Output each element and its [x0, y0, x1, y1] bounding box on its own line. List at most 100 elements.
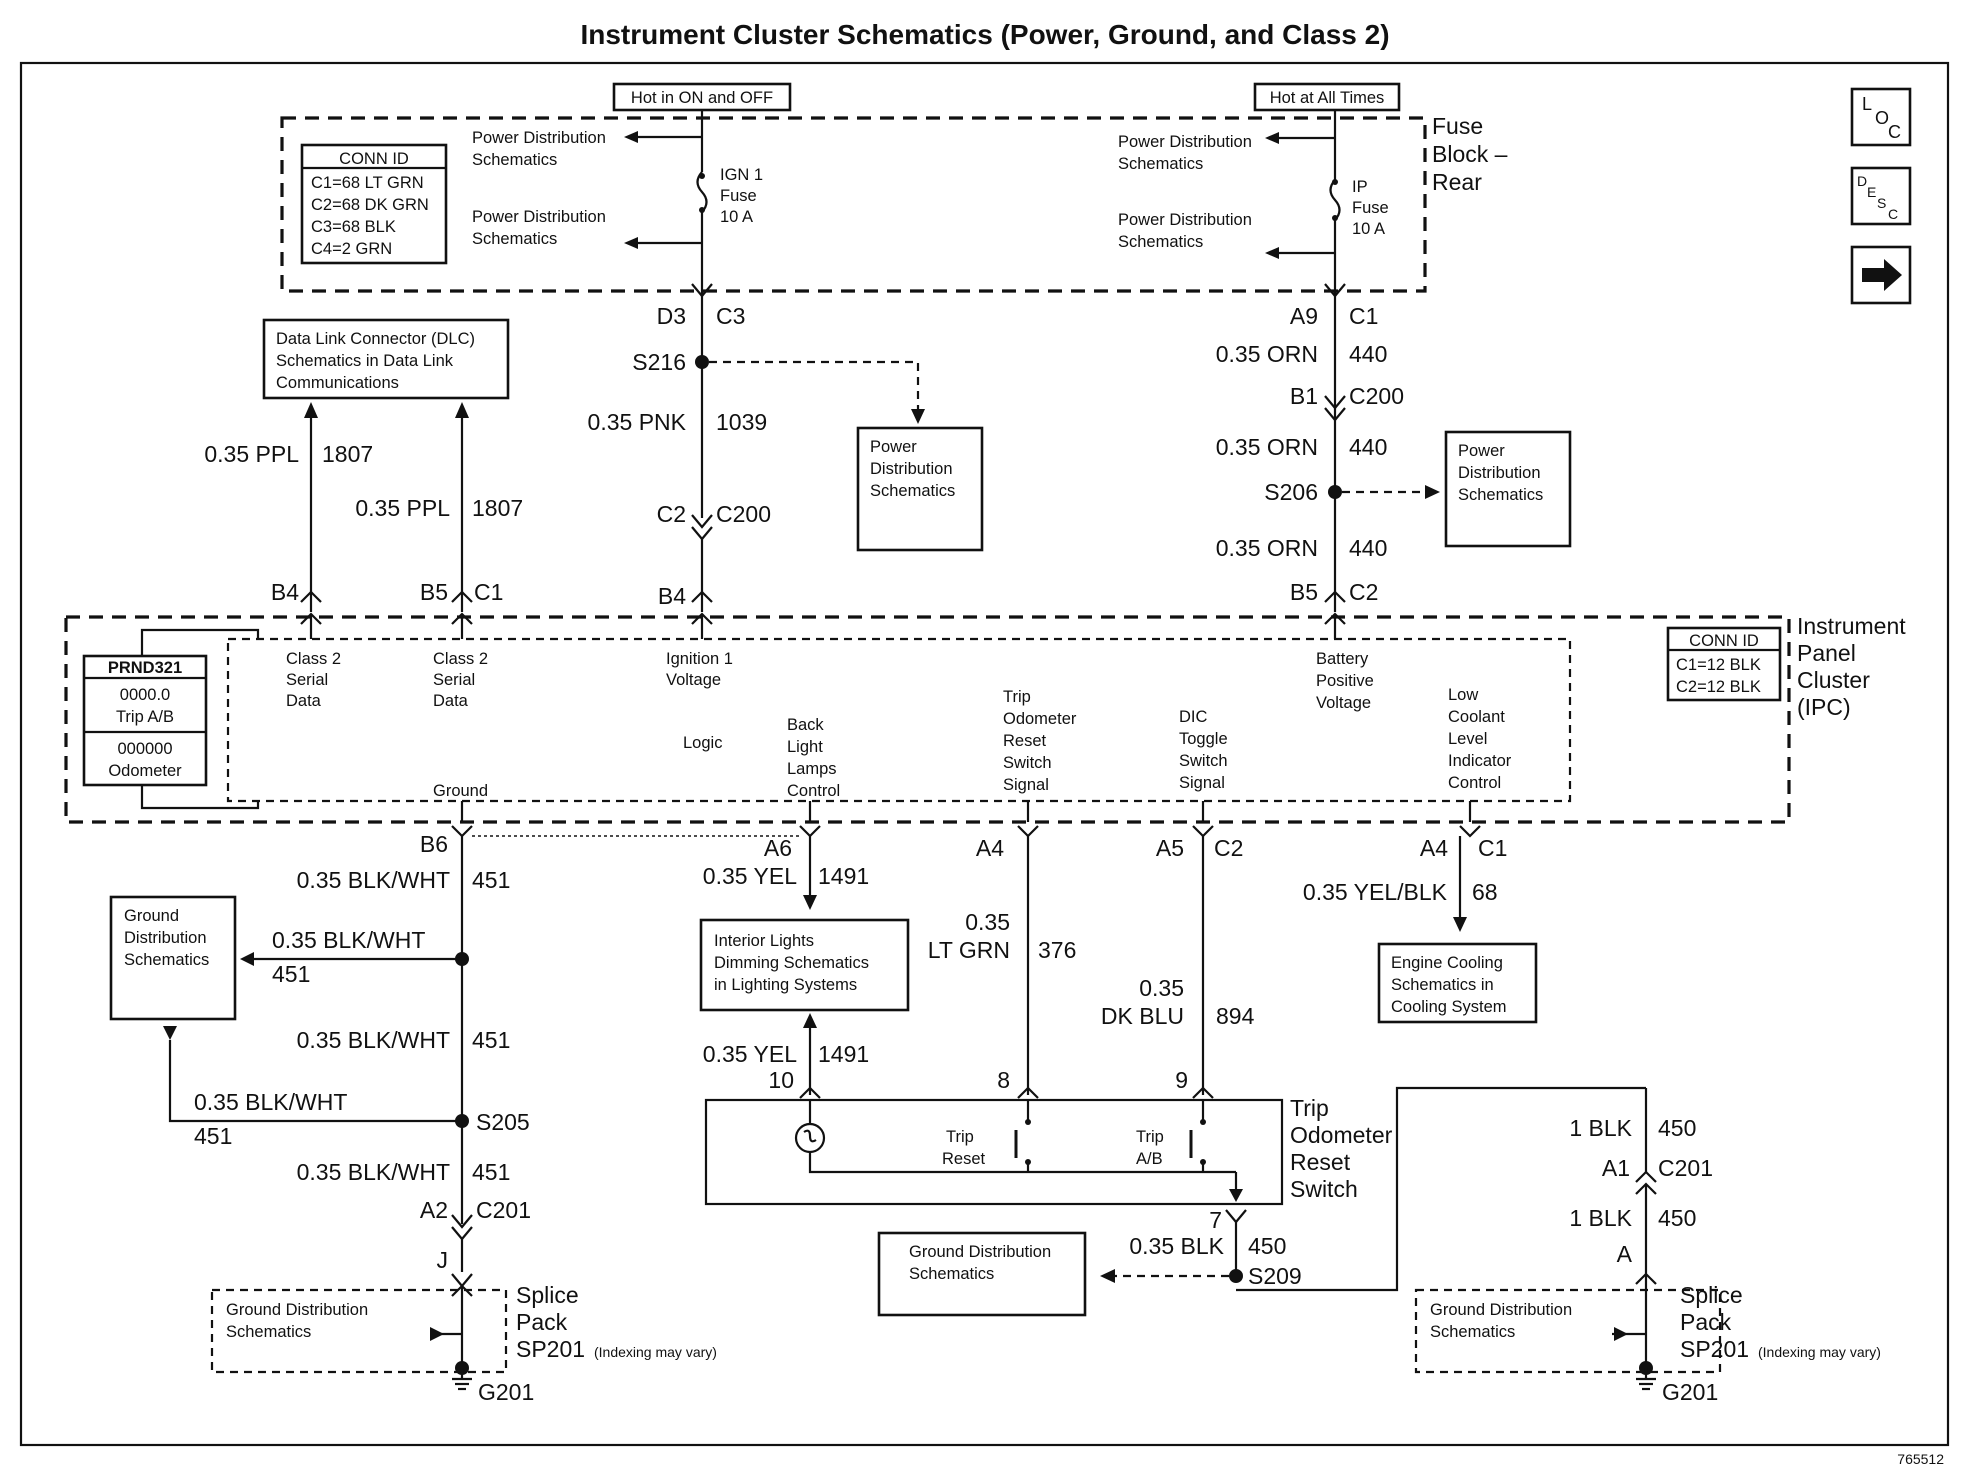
next-page-button[interactable]	[1850, 245, 1912, 305]
ign-voltage-label: Ignition 1	[666, 650, 733, 668]
hot-always-label-box	[1253, 82, 1401, 112]
fuse-block-label-3: Rear	[1432, 169, 1482, 195]
dic-label: Signal	[1179, 774, 1225, 792]
wire-color: 0.35 BLK/WHT	[297, 1027, 450, 1053]
splice-s209-label: S209	[1248, 1263, 1302, 1289]
ipc-label: Panel	[1797, 640, 1856, 666]
wire-color: 0.35 YEL	[703, 863, 797, 889]
wire-color: 1 BLK	[1569, 1115, 1632, 1141]
backlight-label: Back	[787, 716, 824, 734]
trip-reset-label: Signal	[1003, 776, 1049, 794]
trip-reset-label: Odometer	[1003, 710, 1077, 728]
desc-letter-c: C	[1888, 206, 1898, 222]
power-distribution-box-1[interactable]: Power Distribution Schematics	[856, 426, 984, 552]
coolant-label: Level	[1448, 730, 1487, 748]
sp-left-box-label: Schematics	[226, 1323, 311, 1341]
power-distribution-box-2[interactable]: Power Distribution Schematics	[1444, 430, 1572, 548]
wire-color: LT GRN	[928, 937, 1010, 963]
circuit-number: 451	[272, 961, 310, 987]
conn-c2: C2	[1349, 579, 1378, 605]
conn-c201: C201	[1658, 1155, 1713, 1181]
gnd-box2-label: Ground Distribution	[909, 1243, 1051, 1261]
ground-distribution-box[interactable]: Ground Distribution Schematics	[109, 895, 237, 1021]
fuse-block-outline	[280, 116, 1427, 293]
coolant-label: Coolant	[1448, 708, 1505, 726]
circuit-number: 1491	[818, 1041, 869, 1067]
sp-right-box-label: Schematics	[1430, 1323, 1515, 1341]
pd-box-label: Power	[870, 438, 917, 456]
dlc-label: Schematics in Data Link	[276, 352, 454, 370]
pd-box-label: Schematics	[870, 482, 955, 500]
fuse-block-label: Fuse	[1432, 113, 1483, 139]
ground-distribution-box-2[interactable]: Ground Distribution Schematics	[877, 1231, 1087, 1317]
loc-letter-c: C	[1888, 122, 1901, 142]
wire-color: 0.35 BLK/WHT	[297, 1159, 450, 1185]
pin-a1: A1	[1602, 1155, 1630, 1181]
pd-left-label: Power Distribution	[472, 129, 606, 147]
conn-id-row: C3=68 BLK	[311, 218, 396, 236]
cool-box-label: Cooling System	[1391, 998, 1507, 1016]
ign1-fuse-label: IGN 1	[720, 166, 763, 184]
splice-pack-left	[210, 1288, 508, 1374]
circuit-number: 376	[1038, 937, 1076, 963]
pin-d3: D3	[657, 303, 686, 329]
pd-left-label: Schematics	[472, 151, 557, 169]
bat-voltage-label: Voltage	[1316, 694, 1371, 712]
dlc-label: Data Link Connector (DLC)	[276, 330, 475, 348]
sp-right-name: SP201	[1680, 1336, 1749, 1362]
splice-pack-right	[1414, 1288, 1722, 1374]
switch-name: Switch	[1290, 1176, 1358, 1202]
diagram-frame	[19, 61, 1950, 1447]
bat-voltage-label: Positive	[1316, 672, 1374, 690]
fuse-block-label-2: Block –	[1432, 141, 1508, 167]
sw-reset-label: Trip	[946, 1128, 974, 1146]
cool-box-label: Engine Cooling	[1391, 954, 1503, 972]
pd-right-label: Power Distribution	[1118, 133, 1252, 151]
conn-id-title: CONN ID	[1689, 632, 1759, 650]
ipc-label: Cluster	[1797, 667, 1870, 693]
odometer-label: Odometer	[108, 762, 182, 780]
pin-a6: A6	[764, 835, 792, 861]
hot-run-label: Hot in ON and OFF	[631, 89, 773, 107]
dimming-box[interactable]: Interior Lights Dimming Schematics in Li…	[699, 918, 910, 1012]
ign1-fuse-symbol	[696, 171, 708, 213]
circuit-number: 450	[1658, 1205, 1696, 1231]
circuit-number: 440	[1349, 341, 1387, 367]
engine-cooling-box[interactable]: Engine Cooling Schematics in Cooling Sys…	[1377, 942, 1538, 1024]
circuit-number: 440	[1349, 434, 1387, 460]
circuit-number: 894	[1216, 1003, 1255, 1029]
loc-letter-l: L	[1862, 94, 1872, 114]
dlc-box[interactable]: Data Link Connector (DLC) Schematics in …	[262, 318, 510, 400]
dimming-label: in Lighting Systems	[714, 976, 857, 994]
dimming-label: Dimming Schematics	[714, 954, 869, 972]
switch-name: Odometer	[1290, 1122, 1393, 1148]
wire-color: 0.35 BLK/WHT	[272, 927, 425, 953]
class2-label-b: Serial	[433, 671, 475, 689]
pin-b5: B5	[1290, 579, 1318, 605]
sp-left-box-label: Ground Distribution	[226, 1301, 368, 1319]
pd-arrow	[624, 237, 638, 249]
desc-button[interactable]: D E S C	[1850, 166, 1912, 226]
pin-a: A	[1617, 1241, 1633, 1267]
conn-c200: C200	[1349, 383, 1404, 409]
pd-right-label: Schematics	[1118, 155, 1203, 173]
pin-b6: B6	[420, 831, 448, 857]
ground-symbol	[452, 1368, 472, 1391]
desc-letter-e: E	[1867, 184, 1876, 200]
circuit-number: 451	[472, 1159, 510, 1185]
pin-c2: C2	[657, 501, 686, 527]
ground-label: Ground	[433, 782, 488, 800]
conn-id-row: C1=68 LT GRN	[311, 174, 424, 192]
splice-s206-label: S206	[1264, 479, 1318, 505]
ip-fuse-label: IP	[1352, 178, 1368, 196]
ipc-top-pins	[300, 612, 1346, 639]
ip-fuse-label: 10 A	[1352, 220, 1385, 238]
trip-odometer-reset-switch[interactable]: Trip Reset Trip A/B	[704, 1098, 1284, 1206]
gnd-box-label: Distribution	[124, 929, 207, 947]
pin-a2: A2	[420, 1197, 448, 1223]
conn-id-row: C1=12 BLK	[1676, 656, 1761, 674]
wire-color: DK BLU	[1101, 1003, 1184, 1029]
desc-letter-s: S	[1877, 195, 1886, 211]
class2-label-b: Class 2	[433, 650, 488, 668]
loc-button[interactable]: L O C	[1850, 87, 1912, 147]
